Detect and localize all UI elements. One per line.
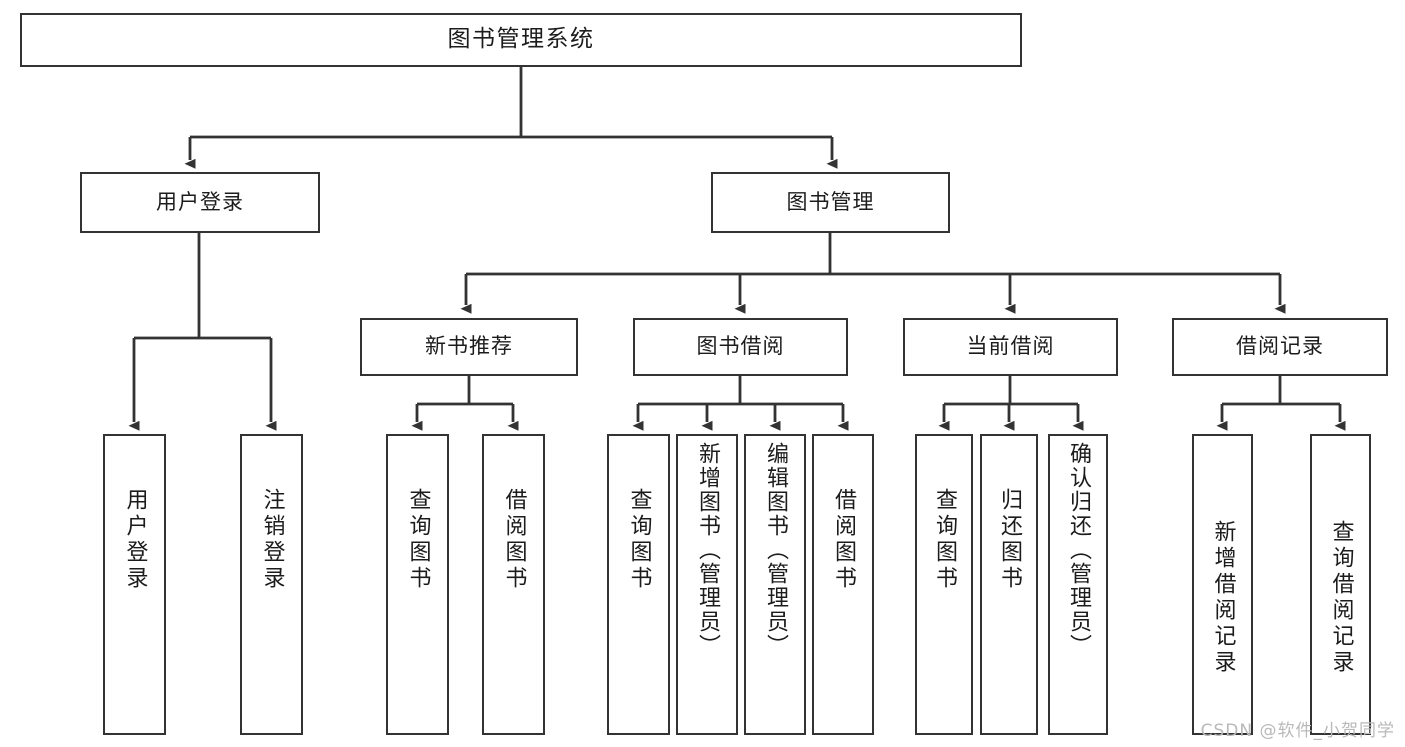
- node-label: 查询借阅记录: [1328, 520, 1354, 676]
- node-label: 确认归还（管理员）: [1066, 442, 1091, 658]
- node-label: 借阅记录: [1236, 334, 1324, 359]
- node-current-borrow[interactable]: 当前借阅: [903, 318, 1118, 376]
- node-label: 借阅图书: [501, 488, 527, 592]
- leaf-query-book-2[interactable]: 查询图书: [607, 434, 670, 735]
- leaf-return-book[interactable]: 归还图书: [980, 434, 1038, 735]
- leaf-query-borrow-record[interactable]: 查询借阅记录: [1310, 434, 1371, 735]
- node-borrow-record[interactable]: 借阅记录: [1172, 318, 1388, 376]
- node-label: 图书管理系统: [447, 26, 595, 53]
- node-label: 用户登录: [122, 488, 148, 592]
- leaf-logout[interactable]: 注销登录: [240, 434, 303, 735]
- node-label: 查询图书: [626, 488, 652, 592]
- node-user-login[interactable]: 用户登录: [80, 172, 320, 233]
- node-book-manage[interactable]: 图书管理: [711, 172, 950, 233]
- node-label: 当前借阅: [966, 334, 1055, 359]
- node-label: 图书管理: [786, 189, 875, 214]
- node-label: 图书借阅: [696, 334, 785, 359]
- leaf-query-book-1[interactable]: 查询图书: [386, 434, 449, 735]
- leaf-borrow-book-2[interactable]: 借阅图书: [812, 434, 874, 735]
- leaf-query-book-3[interactable]: 查询图书: [915, 434, 973, 735]
- leaf-add-borrow-record[interactable]: 新增借阅记录: [1192, 434, 1253, 735]
- node-label: 新书推荐: [425, 334, 513, 359]
- node-label: 查询图书: [932, 488, 957, 592]
- node-label: 借阅图书: [831, 488, 856, 592]
- watermark-text: CSDN @软件_小贺同学: [1200, 721, 1395, 741]
- leaf-edit-book-admin[interactable]: 编辑图书（管理员）: [744, 434, 806, 735]
- node-label: 新增图书（管理员）: [695, 442, 720, 658]
- leaf-user-login[interactable]: 用户登录: [103, 434, 166, 735]
- node-label: 编辑图书（管理员）: [763, 442, 788, 658]
- leaf-borrow-book-1[interactable]: 借阅图书: [482, 434, 545, 735]
- node-label: 查询图书: [405, 488, 431, 592]
- node-new-book-recommend[interactable]: 新书推荐: [360, 318, 578, 376]
- leaf-add-book-admin[interactable]: 新增图书（管理员）: [676, 434, 738, 735]
- node-label: 新增借阅记录: [1210, 520, 1236, 676]
- node-label: 注销登录: [259, 488, 285, 592]
- node-root-system[interactable]: 图书管理系统: [20, 13, 1022, 67]
- node-label: 用户登录: [156, 189, 244, 214]
- node-label: 归还图书: [997, 488, 1022, 592]
- node-book-borrow[interactable]: 图书借阅: [633, 318, 848, 376]
- leaf-confirm-return-admin[interactable]: 确认归还（管理员）: [1048, 434, 1108, 735]
